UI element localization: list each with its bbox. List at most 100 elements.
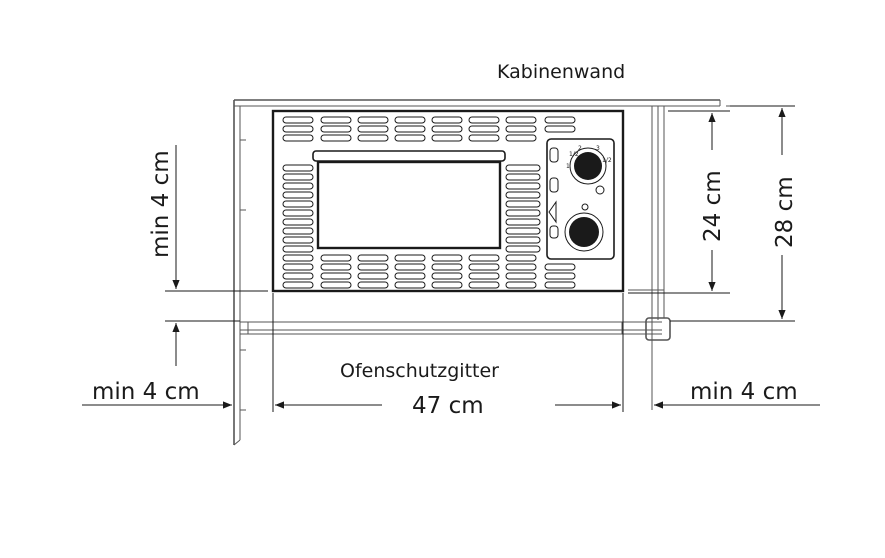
label-oven-guard: Ofenschutzgitter — [340, 360, 499, 382]
vent-slot — [282, 272, 314, 280]
dimension-min-right: min 4 cm — [654, 379, 820, 409]
vent-slot — [282, 164, 314, 172]
vent-slot — [394, 272, 426, 280]
vent-slot — [394, 134, 426, 142]
vent-slot — [357, 272, 389, 280]
vent-slot — [282, 227, 314, 235]
vent-slot — [282, 173, 314, 181]
vent-slot — [505, 236, 541, 244]
vent-slot — [505, 125, 537, 133]
dial-mark: 3 — [596, 145, 600, 152]
vent-slot — [505, 116, 537, 124]
label-min-right: min 4 cm — [690, 379, 798, 405]
label-min-top: min 4 cm — [148, 150, 174, 258]
vent-slot — [505, 218, 541, 226]
control-panel — [546, 138, 615, 260]
vent-slot — [357, 134, 389, 142]
dial-mark: 2 — [578, 145, 582, 152]
vent-slot — [320, 125, 352, 133]
vent-slot — [468, 254, 500, 262]
vent-slot — [505, 281, 537, 289]
vent-slot — [357, 254, 389, 262]
vent-slot — [282, 281, 314, 289]
vent-slot — [468, 272, 500, 280]
cabin-wall — [234, 99, 742, 107]
vent-slot — [282, 134, 314, 142]
dial-mark: 1/2 — [569, 151, 579, 158]
left-wall — [233, 100, 246, 446]
label-oven-height: 24 cm — [700, 170, 726, 242]
vent-slot — [505, 209, 541, 217]
oven-door-window — [316, 160, 502, 250]
vent-slot — [282, 191, 314, 199]
vent-slot — [394, 125, 426, 133]
dimension-total-height: 28 cm — [670, 105, 798, 322]
vent-slot — [282, 254, 314, 262]
vent-slot — [505, 182, 541, 190]
dimension-oven-height: 24 cm — [628, 110, 730, 294]
vent-slot — [468, 116, 500, 124]
oven-vent-slots — [282, 116, 576, 289]
vent-slot — [282, 125, 314, 133]
vent-slot — [357, 116, 389, 124]
vent-slot — [282, 263, 314, 271]
vent-slot — [431, 272, 463, 280]
vent-slot — [394, 281, 426, 289]
vent-slot — [282, 245, 314, 253]
vent-slot — [468, 125, 500, 133]
vent-slot — [544, 281, 576, 289]
vent-slot — [431, 263, 463, 271]
vent-slot — [505, 227, 541, 235]
vent-slot — [282, 236, 314, 244]
label-cabin-wall: Kabinenwand — [497, 61, 625, 83]
vent-slot — [394, 263, 426, 271]
label-min-left: min 4 cm — [92, 379, 200, 405]
vent-slot — [544, 116, 576, 124]
vent-slot — [282, 218, 314, 226]
vent-slot — [282, 182, 314, 190]
vent-slot — [505, 134, 537, 142]
control-panel-buttons — [548, 147, 559, 239]
dimension-width: 47 cm — [272, 293, 624, 419]
oven-door-handle — [312, 150, 506, 162]
dial-mark: 1 — [566, 163, 570, 170]
vent-slot — [357, 281, 389, 289]
vent-slot — [320, 272, 352, 280]
vent-slot — [320, 254, 352, 262]
vent-slot — [468, 134, 500, 142]
right-post — [628, 106, 665, 410]
vent-slot — [505, 200, 541, 208]
vent-slot — [320, 134, 352, 142]
vent-slot — [357, 125, 389, 133]
vent-slot — [282, 116, 314, 124]
dial-mark: 1/2 — [602, 157, 612, 164]
oven-guard-rail — [240, 317, 671, 341]
vent-slot — [320, 263, 352, 271]
vent-slot — [468, 281, 500, 289]
vent-slot — [431, 116, 463, 124]
vent-slot — [282, 209, 314, 217]
label-total-height: 28 cm — [772, 176, 798, 248]
vent-slot — [505, 263, 537, 271]
vent-slot — [394, 116, 426, 124]
dimension-min-left: min 4 cm — [82, 379, 232, 409]
vent-slot — [320, 116, 352, 124]
oven: 1/2 1 2 3 1/2 — [271, 109, 625, 293]
vent-slot — [544, 272, 576, 280]
vent-slot — [505, 272, 537, 280]
vent-slot — [431, 125, 463, 133]
vent-slot — [431, 281, 463, 289]
vent-slot — [505, 191, 541, 199]
vent-slot — [320, 281, 352, 289]
vent-slot — [431, 134, 463, 142]
vent-slot — [394, 254, 426, 262]
vent-slot — [431, 254, 463, 262]
vent-slot — [357, 263, 389, 271]
vent-slot — [544, 263, 576, 271]
vent-slot — [505, 164, 541, 172]
vent-slot — [505, 173, 541, 181]
vent-slot — [505, 245, 541, 253]
label-width: 47 cm — [412, 393, 484, 419]
dimension-min-top: min 4 cm — [148, 145, 268, 366]
